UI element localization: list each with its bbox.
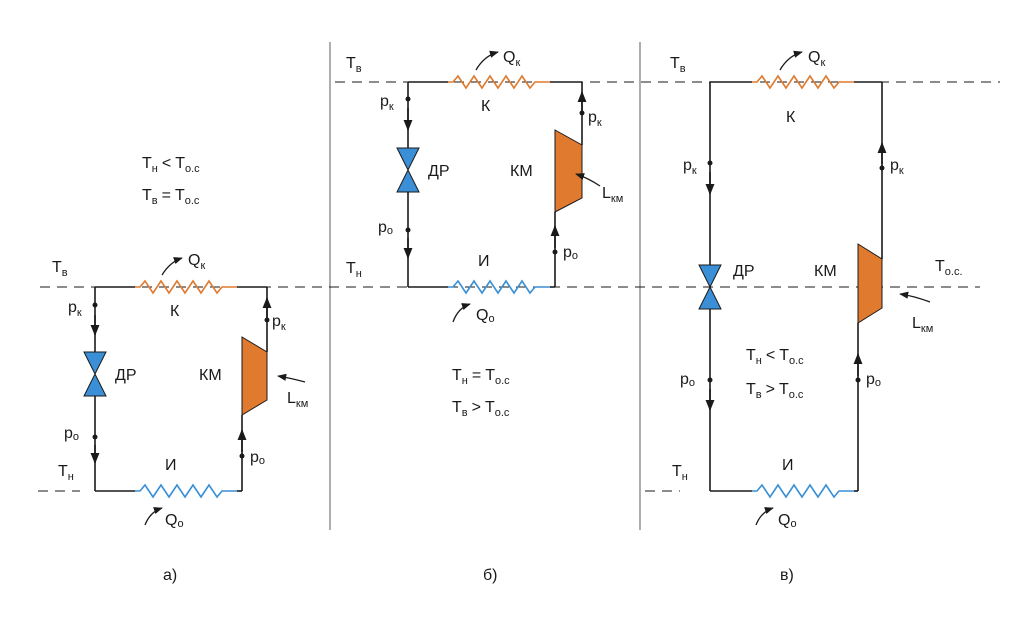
label-p0-right-b: pо [563,244,578,262]
compressor-c [857,243,883,324]
condition-1-b: Tн=Tо.с [452,367,510,387]
label-compressor-c: КМ [814,263,837,280]
label-work-c: Lкм [912,315,933,335]
label-work-b: Lкм [602,185,623,205]
label-p0-left-b: pо [378,219,393,237]
condition-2-a: Tв=Tо.с [142,187,200,207]
label-valve-c: ДР [733,263,755,280]
caption-a: а) [163,567,177,584]
label-qk-b: Qк [503,49,520,69]
label-tn-b: Tн [346,260,362,280]
label-work-a: Lкм [287,390,308,410]
label-q0-a: Qо [165,512,184,530]
panel-a [83,257,306,526]
panel-b [396,50,601,323]
label-q0-b: Qо [476,307,495,325]
throttle-valve-c [698,264,722,310]
label-qk-c: Qк [808,49,825,69]
condition-1-c: Tн<Tо.с [746,347,804,367]
label-pk-left-a: pк [68,299,82,319]
label-qk-a: Qк [188,252,205,272]
label-valve-b: ДР [428,163,450,180]
evaporator-coil-a [135,483,237,499]
label-pk-left-b: pк [380,93,394,113]
label-condenser-a: К [170,303,180,320]
label-compressor-a: КМ [199,367,222,384]
label-pk-right-b: pк [588,109,602,129]
label-tn-a: Tн [58,463,74,483]
label-tv-a: Tв [52,259,68,279]
label-valve-a: ДР [115,367,137,384]
label-q0-c: Qо [778,512,797,530]
label-evaporator-b: И [478,253,490,270]
condition-2-b: Tв>Tо.с [452,399,510,419]
label-tn-c: Tн [672,463,688,483]
label-pk-right-c: pк [890,157,904,177]
label-tos-c: Tо.с. [935,258,963,278]
condenser-coil-c [752,74,854,90]
label-p0-left-a: pо [64,425,79,443]
caption-b: б) [483,567,498,584]
label-condenser-b: К [481,98,491,115]
label-tv-b: Tв [346,55,362,75]
compressor-b [554,129,583,213]
condition-1-a: Tн<Tо.с [142,155,200,175]
evaporator-coil-c [752,483,854,499]
condenser-coil-a [135,279,237,295]
throttle-valve-b [396,147,420,193]
label-pk-left-c: pк [683,157,697,177]
throttle-valve-a [83,351,107,397]
condenser-coil-b [448,74,550,90]
compressor-a [241,336,268,416]
evaporator-coil-b [448,279,550,295]
label-condenser-c: К [786,109,796,126]
label-tv-c: Tв [670,55,686,75]
label-compressor-b: КМ [510,163,533,180]
label-pk-right-a: pк [272,313,286,333]
caption-c: в) [780,567,794,584]
label-p0-right-c: pо [866,371,881,389]
panel-c [698,50,931,526]
label-evaporator-a: И [165,457,177,474]
label-p0-left-c: pо [680,371,695,389]
label-p0-right-a: pо [250,449,265,467]
label-evaporator-c: И [782,457,794,474]
condition-2-c: Tв>Tо.с [746,381,804,401]
